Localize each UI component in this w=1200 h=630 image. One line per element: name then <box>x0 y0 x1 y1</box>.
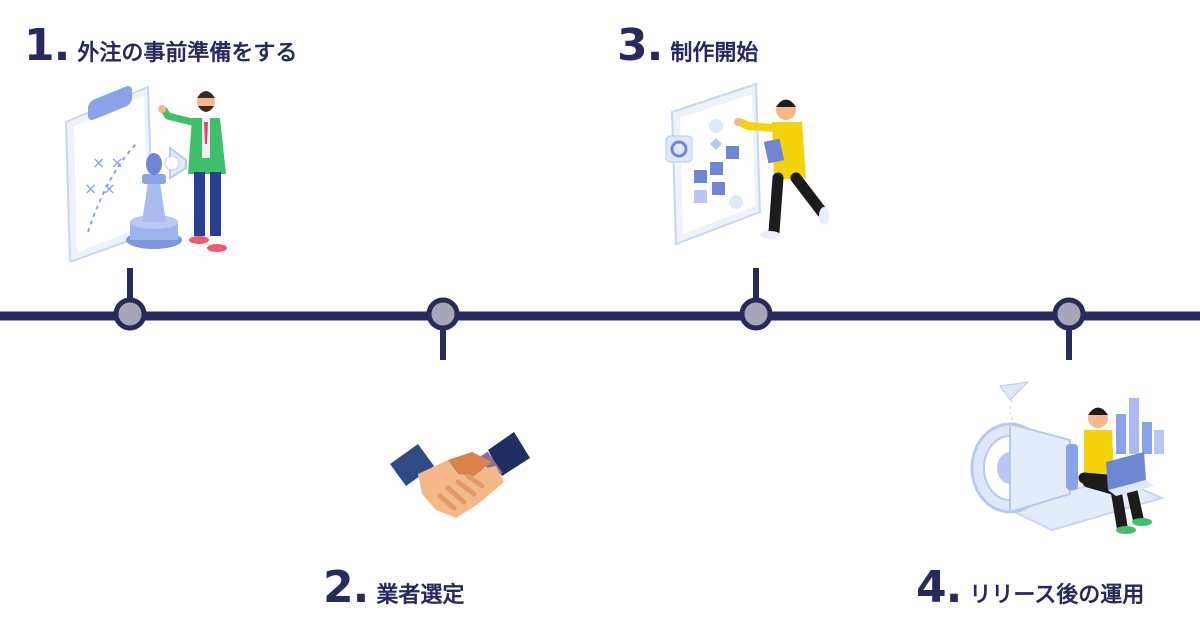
timeline-node-2 <box>426 297 460 331</box>
svg-text:× ×: × × <box>84 179 116 198</box>
step-4-title: リリース後の運用 <box>969 583 1145 608</box>
flowchart-planning-icon <box>665 82 829 246</box>
strategy-chess-icon: × × × × <box>64 85 227 262</box>
step-3-number: 3. <box>617 20 663 71</box>
step-1-title: 外注の事前準備をする <box>77 41 298 66</box>
step-4-label: 4. リリース後の運用 <box>916 566 1144 610</box>
step-1-label: 1. 外注の事前準備をする <box>24 24 297 68</box>
step-2-title: 業者選定 <box>376 583 465 608</box>
timeline-node-3 <box>739 297 773 331</box>
timeline-node-4 <box>1052 297 1086 331</box>
step-3-label: 3. 制作開始 <box>617 24 758 68</box>
handshake-icon <box>390 432 530 518</box>
step-4-number: 4. <box>916 562 962 613</box>
timeline-node-1 <box>113 297 147 331</box>
step-3-title: 制作開始 <box>670 41 759 66</box>
step-2-label: 2. 業者選定 <box>323 566 464 610</box>
svg-text:× ×: × × <box>92 153 124 172</box>
step-2-number: 2. <box>323 562 369 613</box>
step-1-number: 1. <box>24 20 70 71</box>
megaphone-laptop-icon <box>970 381 1165 534</box>
